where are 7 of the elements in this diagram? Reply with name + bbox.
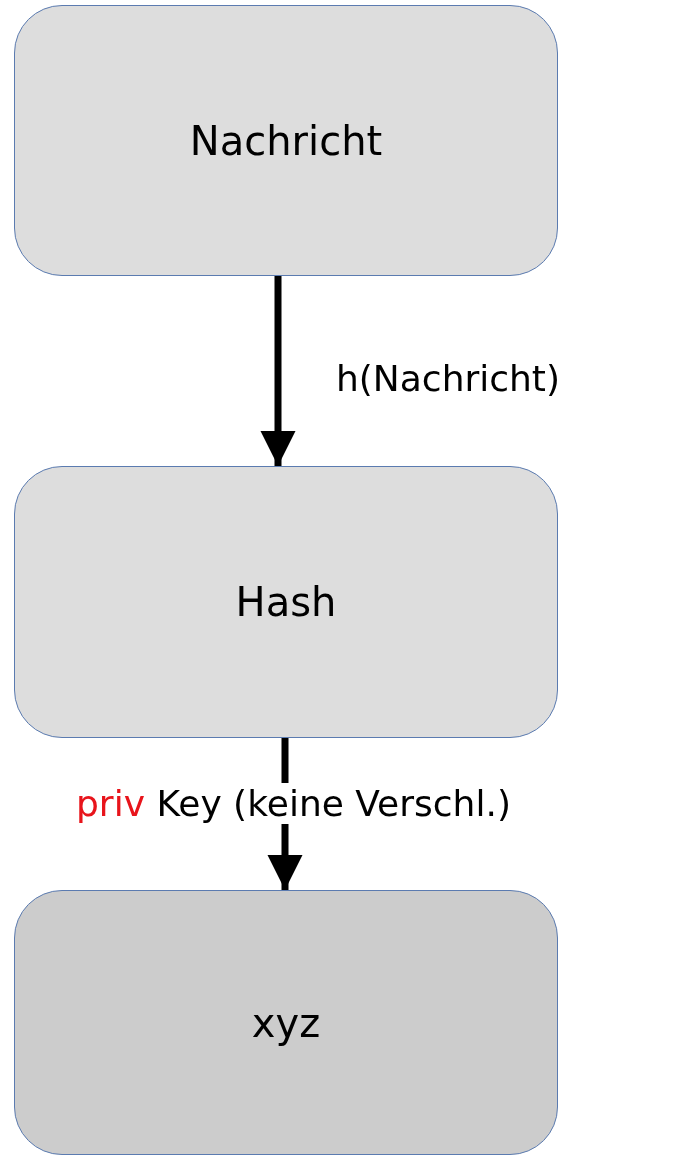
rounded-box (14, 890, 558, 1155)
node-label: Nachricht (189, 117, 383, 164)
rounded-box (14, 466, 558, 738)
node-label: Hash (235, 579, 337, 625)
rounded-box (14, 5, 558, 276)
node-label: xyz (251, 999, 321, 1046)
arrow (260, 276, 296, 466)
